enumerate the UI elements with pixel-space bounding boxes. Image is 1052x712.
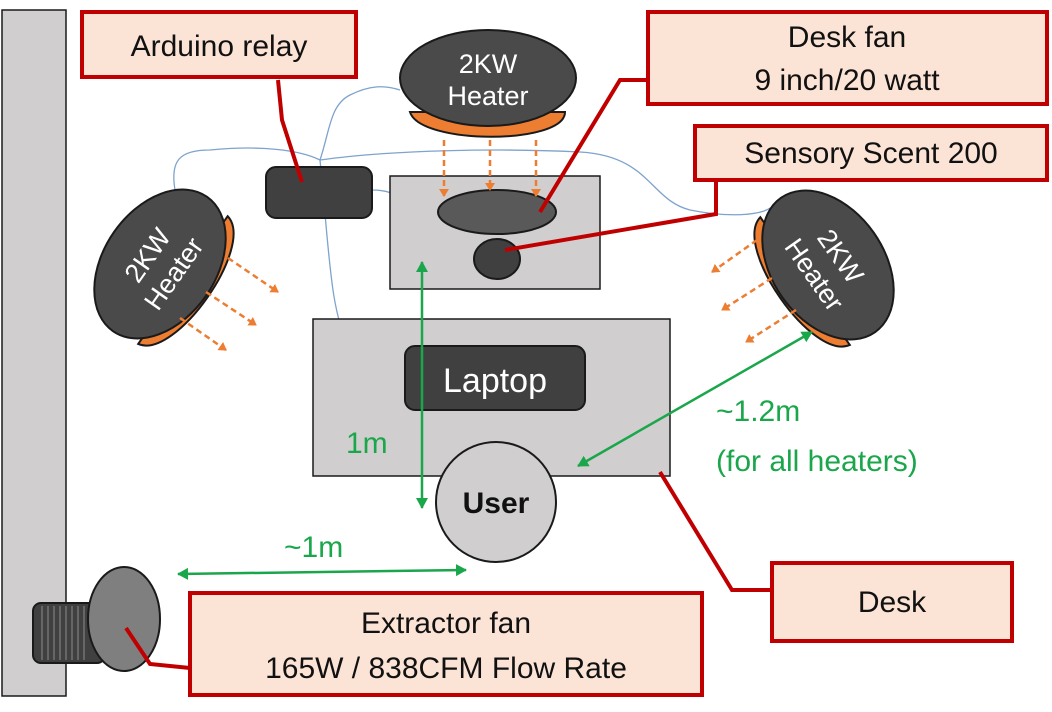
callout-desk-fan-line1: Desk fan	[788, 21, 906, 54]
callout-desk-fan: Desk fan 9 inch/20 watt	[646, 10, 1049, 106]
callout-extractor-line2: 165W / 838CFM Flow Rate	[265, 652, 627, 685]
user-label: User	[463, 487, 530, 520]
laptop-label: Laptop	[443, 362, 547, 400]
callout-leaders	[124, 78, 772, 670]
callout-extractor-fan: Extractor fan 165W / 838CFM Flow Rate	[188, 591, 704, 697]
extractor-fan	[32, 566, 161, 672]
measure-heater-line1: ~1.2m	[716, 395, 800, 428]
heater-left-airflow	[179, 256, 279, 352]
heater-top-line2: Heater	[447, 81, 528, 111]
callout-arduino-relay: Arduino relay	[80, 10, 358, 79]
measure-heater-to-user: ~1.2m (for all heaters)	[577, 330, 918, 478]
laptop: Laptop	[404, 345, 586, 411]
measure-user-to-fan-label: 1m	[346, 427, 388, 460]
user: User	[435, 441, 557, 563]
sensory-scent-device	[473, 238, 521, 280]
measure-user-to-fan: 1m	[346, 261, 428, 509]
callout-desk-fan-line2: 9 inch/20 watt	[754, 64, 940, 97]
callout-sensory-scent-text: Sensory Scent 200	[744, 137, 998, 170]
measure-user-to-extractor-label: ~1m	[284, 531, 343, 564]
heater-top: 2KW Heater	[399, 29, 577, 138]
callout-desk: Desk	[770, 561, 1014, 643]
heater-top-line1: 2KW	[459, 49, 518, 79]
callout-arduino-relay-text: Arduino relay	[131, 30, 308, 63]
desk-fan	[437, 189, 557, 235]
callout-sensory-scent: Sensory Scent 200	[693, 124, 1049, 182]
heater-top-airflow	[439, 140, 541, 197]
heater-left: 2KW Heater	[93, 188, 235, 347]
arduino-relay-box	[265, 166, 373, 219]
wall	[1, 9, 67, 697]
heater-right: 2KW Heater	[753, 189, 895, 348]
measure-user-to-extractor: ~1m	[177, 531, 467, 580]
measure-heater-line2: (for all heaters)	[716, 445, 918, 478]
callout-extractor-line1: Extractor fan	[361, 607, 531, 640]
callout-desk-text: Desk	[858, 586, 927, 619]
